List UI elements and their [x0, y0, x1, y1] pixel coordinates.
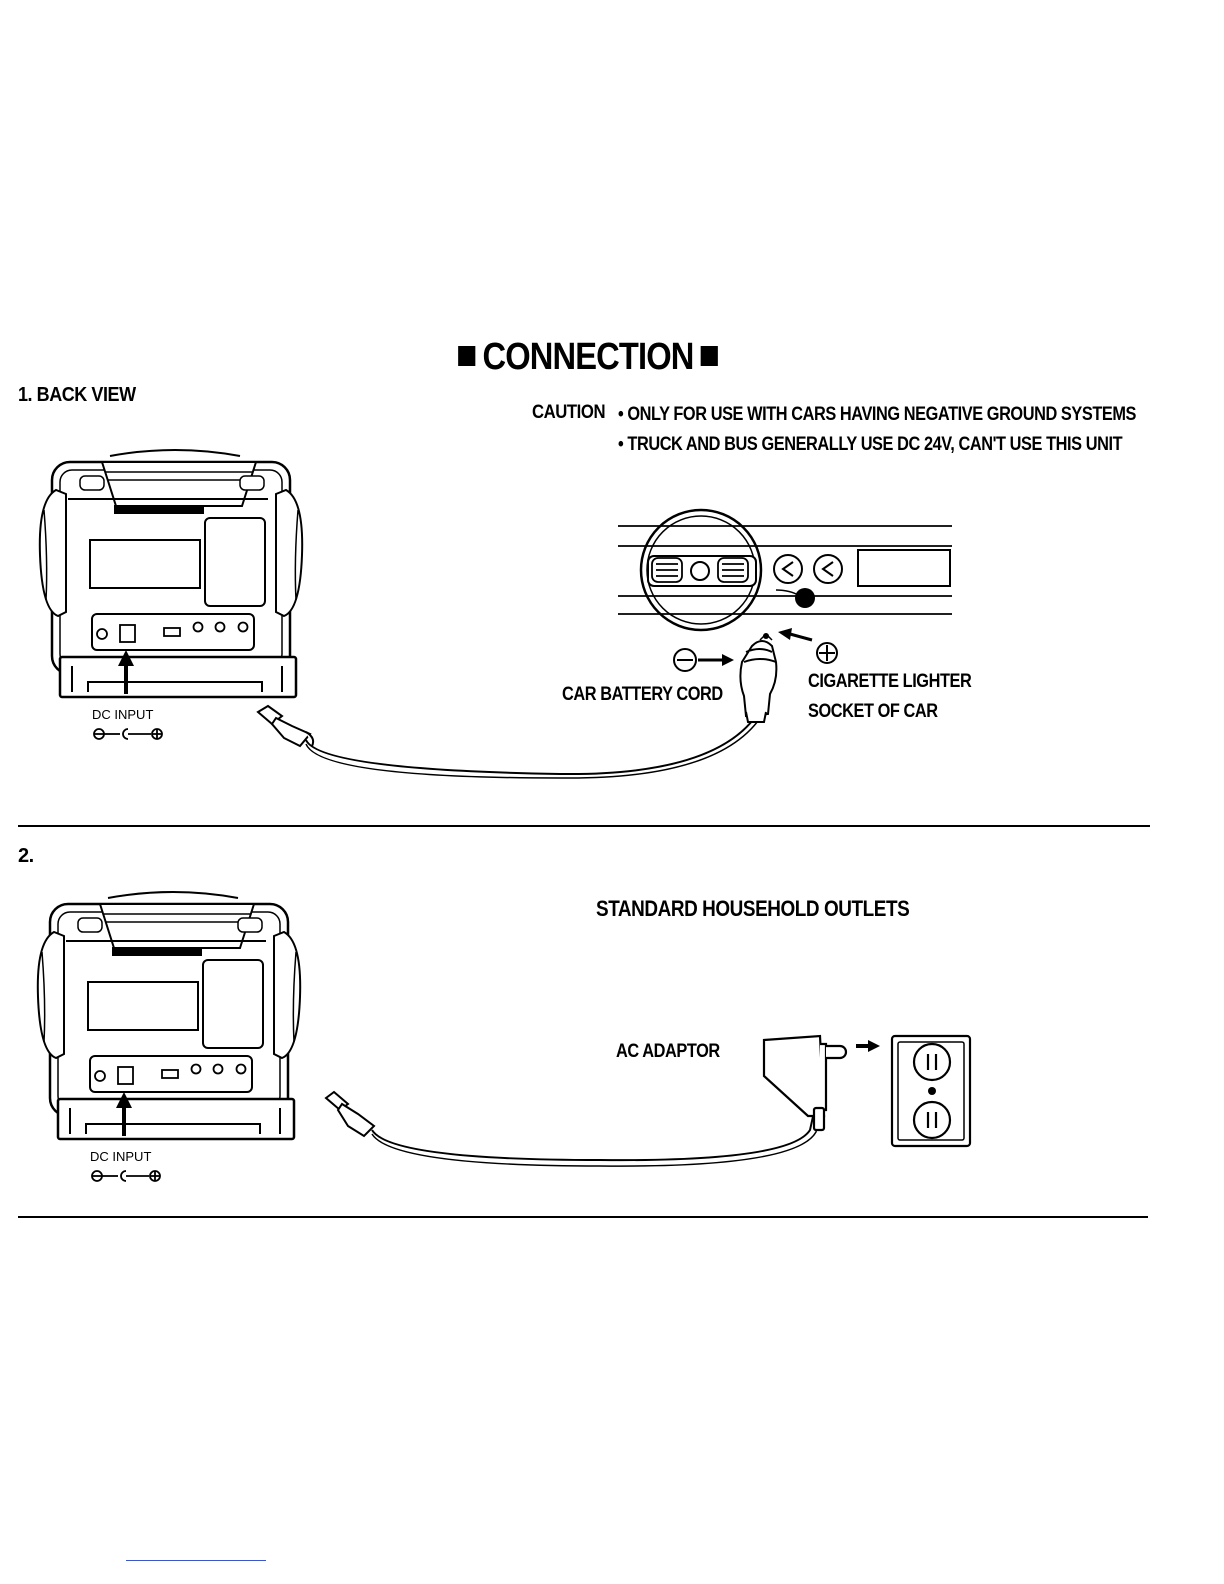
dc-polarity-icon-2	[92, 1171, 160, 1181]
plug-in-arrow-icon	[868, 1040, 880, 1052]
dc-polarity-icon-1	[94, 729, 162, 739]
lighter-socket-icon	[795, 588, 815, 608]
car-cord-plug	[258, 706, 313, 746]
polarity-positive-arrow	[790, 634, 837, 663]
polarity-negative-arrow	[674, 649, 725, 671]
tv-back-view-2	[38, 892, 300, 1139]
cigarette-lighter-plug	[740, 641, 776, 722]
car-dashboard	[618, 510, 952, 630]
ac-adaptor-icon	[764, 1036, 846, 1130]
tv-back-view-1	[40, 450, 302, 697]
adaptor-cord-plug	[326, 1092, 374, 1136]
car-cord-line	[306, 710, 760, 774]
adaptor-cord-line	[372, 1112, 814, 1160]
